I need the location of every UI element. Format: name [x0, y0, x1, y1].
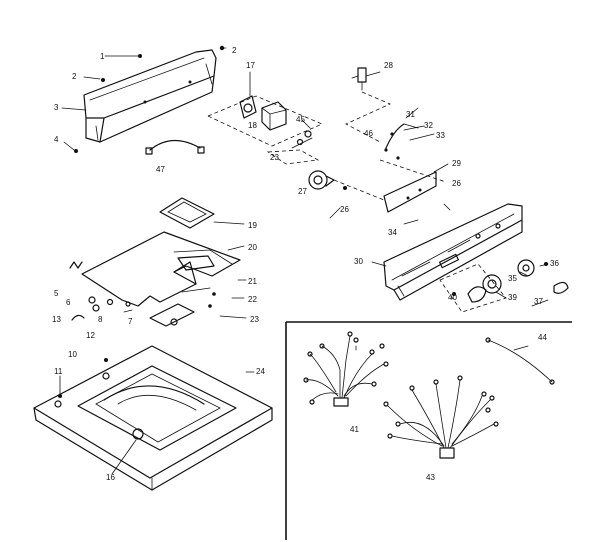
callout-47: 47 — [156, 165, 165, 174]
dash-link-28 — [345, 91, 391, 143]
callout-30: 30 — [354, 257, 363, 266]
callout-13: 13 — [52, 315, 61, 324]
callout-11: 11 — [54, 367, 63, 376]
frame-screws — [58, 358, 108, 398]
callout-20: 20 — [248, 243, 257, 252]
callout-24: 24 — [256, 367, 265, 376]
callout-22: 22 — [248, 295, 257, 304]
support-plate-20 — [81, 231, 241, 327]
switch-parts-31-33 — [384, 123, 419, 160]
leader-lines — [61, 71, 549, 475]
wire-harness-47 — [145, 139, 205, 155]
wire-harness-41 — [303, 331, 389, 407]
callout-40: 40 — [448, 293, 457, 302]
callout-26b: 26 — [340, 205, 349, 214]
callout-labels: 1 2 2 3 4 47 17 18 45 23 28 31 32 33 46 … — [52, 46, 559, 482]
leader-26b — [443, 203, 451, 211]
callout-5: 5 — [54, 289, 59, 298]
callout-19: 19 — [248, 221, 257, 230]
callout-17: 17 — [246, 61, 255, 70]
callout-44: 44 — [538, 333, 547, 342]
callout-45: 45 — [296, 115, 305, 124]
leader-34 — [403, 219, 419, 225]
callout-12: 12 — [86, 331, 95, 340]
callout-21: 21 — [248, 277, 257, 286]
callout-10: 10 — [68, 350, 77, 359]
callout-41: 41 — [350, 425, 359, 434]
callout-18: 18 — [248, 121, 257, 130]
water-valve-27 — [308, 170, 385, 201]
small-fasteners — [69, 261, 216, 326]
top-frame-24 — [33, 345, 273, 491]
callout-32: 32 — [424, 121, 433, 130]
callout-28: 28 — [384, 61, 393, 70]
control-bracket-29 — [379, 159, 447, 213]
plate-19 — [159, 197, 215, 229]
top-cover-part — [83, 49, 217, 143]
callout-2b: 2 — [232, 46, 237, 55]
wiring-inset-box — [285, 321, 572, 540]
callout-39: 39 — [508, 293, 517, 302]
callout-46: 46 — [364, 129, 373, 138]
wire-harness-44 — [485, 337, 555, 385]
switch-parts-45-25 — [266, 130, 320, 165]
callout-7: 7 — [128, 317, 133, 326]
callout-3: 3 — [54, 103, 59, 112]
callout-27: 27 — [298, 187, 307, 196]
callout-35: 35 — [508, 274, 517, 283]
callout-2a: 2 — [72, 72, 77, 81]
callout-6: 6 — [66, 298, 71, 307]
callout-25: 23 — [270, 153, 279, 162]
part-28 — [351, 67, 367, 91]
callout-1: 1 — [100, 52, 105, 61]
callout-31: 31 — [406, 110, 415, 119]
callout-33: 33 — [436, 131, 445, 140]
callout-29: 29 — [452, 159, 461, 168]
callout-36: 36 — [550, 259, 559, 268]
callout-4: 4 — [54, 135, 59, 144]
wire-harness-43 — [383, 375, 499, 459]
cover-screws — [63, 45, 227, 153]
callout-16: 16 — [106, 473, 115, 482]
callout-37: 37 — [534, 297, 543, 306]
control-knobs — [452, 259, 569, 303]
callout-23: 23 — [250, 315, 259, 324]
callout-26a: 26 — [452, 179, 461, 188]
callout-8: 8 — [98, 315, 103, 324]
callout-34: 34 — [388, 228, 397, 237]
timer-plate-17 — [207, 71, 324, 147]
callout-43: 43 — [426, 473, 435, 482]
